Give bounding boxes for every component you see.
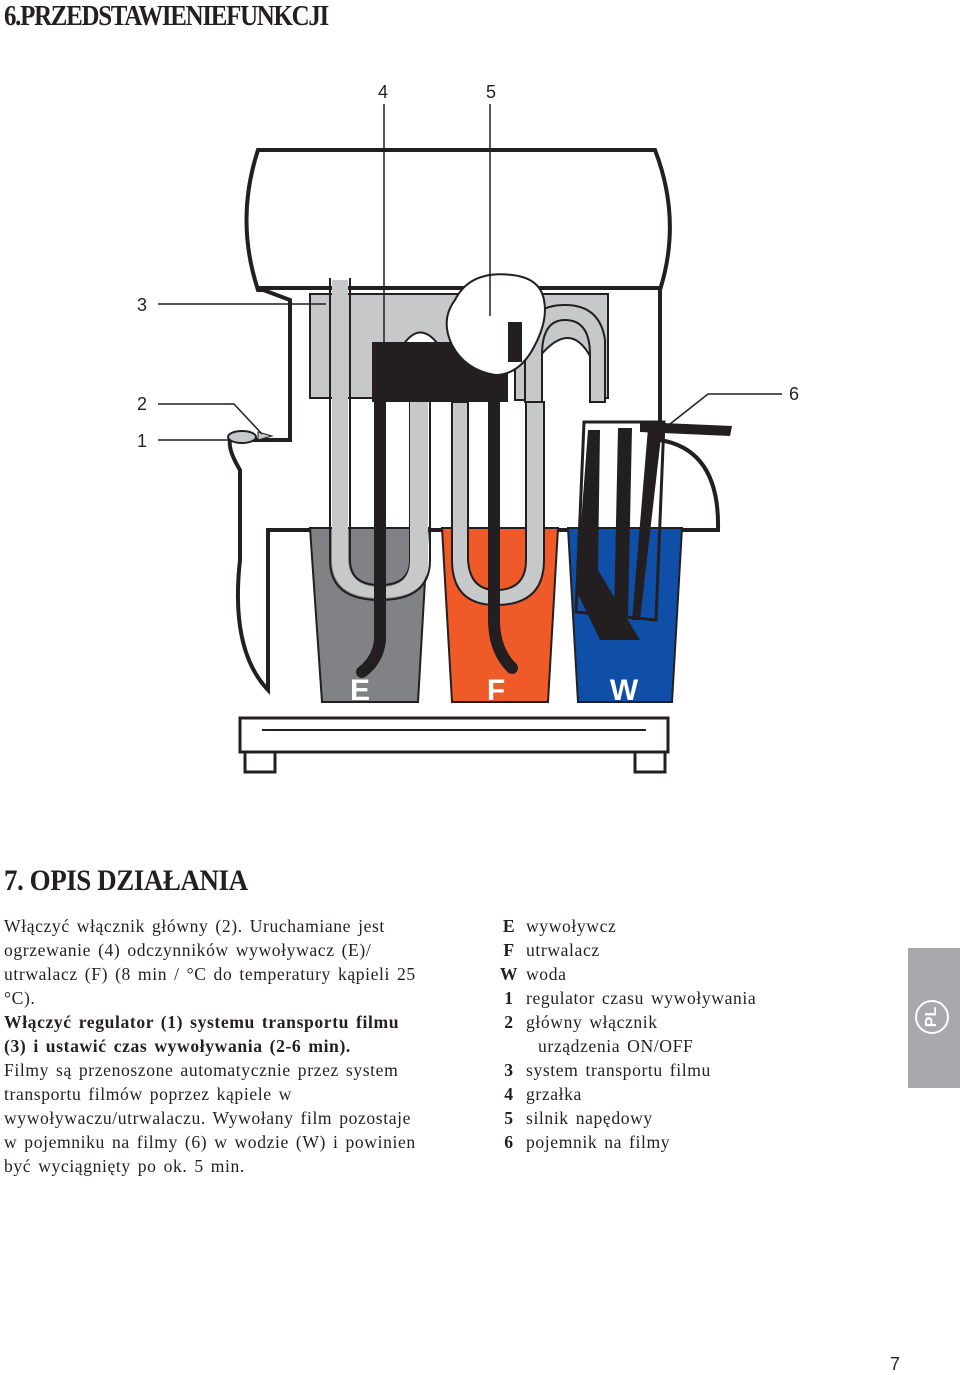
bath-label-f: F <box>487 674 505 707</box>
stand-foot-right <box>633 750 667 774</box>
processor-diagram: E F W 4 5 3 2 1 6 <box>137 82 799 774</box>
legend-item-continuation: urządzenia ON/OFF <box>538 1036 694 1056</box>
bath-label-w: W <box>610 674 639 707</box>
callout-6: 6 <box>789 384 799 404</box>
callout-line-6 <box>669 393 782 425</box>
film-container <box>574 420 666 622</box>
heater-rod-right <box>488 394 518 674</box>
motor-gear <box>508 322 522 362</box>
stand-frame <box>238 716 670 754</box>
stand-foot-left <box>243 750 277 774</box>
film-container-rod-2 <box>632 428 662 620</box>
section-7-title: 7. OPIS DZIAŁANIA <box>4 864 248 897</box>
callout-3: 3 <box>137 295 147 315</box>
film-container-rack <box>576 430 640 640</box>
housing-top <box>244 148 672 292</box>
transport-u-tube-mid-fill <box>451 401 545 607</box>
paragraph-3: Filmy są przenoszone automatycznie przez… <box>4 1060 416 1176</box>
callout-5: 5 <box>486 82 496 102</box>
paragraph-1: Włączyć włącznik główny (2). Uruchamiane… <box>4 916 416 1008</box>
language-badge: PL <box>915 1000 949 1034</box>
section-6-title: 6.PRZEDSTAWIENIEFUNKCJI <box>4 0 329 32</box>
timer-knob <box>227 430 257 444</box>
callout-4: 4 <box>378 82 388 102</box>
transport-u-tube-left-fill <box>332 280 429 598</box>
description-text: Włączyć włącznik główny (2). Uruchamiane… <box>4 914 424 1178</box>
heater-rod-left <box>356 394 386 678</box>
callout-1: 1 <box>137 431 147 451</box>
page-number: 7 <box>890 1354 901 1374</box>
paragraph-2: Włączyć regulator (1) systemu transportu… <box>4 1012 400 1056</box>
callout-line-2 <box>158 403 263 435</box>
language-tab: PL <box>908 948 960 1088</box>
callout-2: 2 <box>137 394 147 414</box>
bath-label-e: E <box>350 674 370 707</box>
film-container-rod <box>614 428 632 618</box>
